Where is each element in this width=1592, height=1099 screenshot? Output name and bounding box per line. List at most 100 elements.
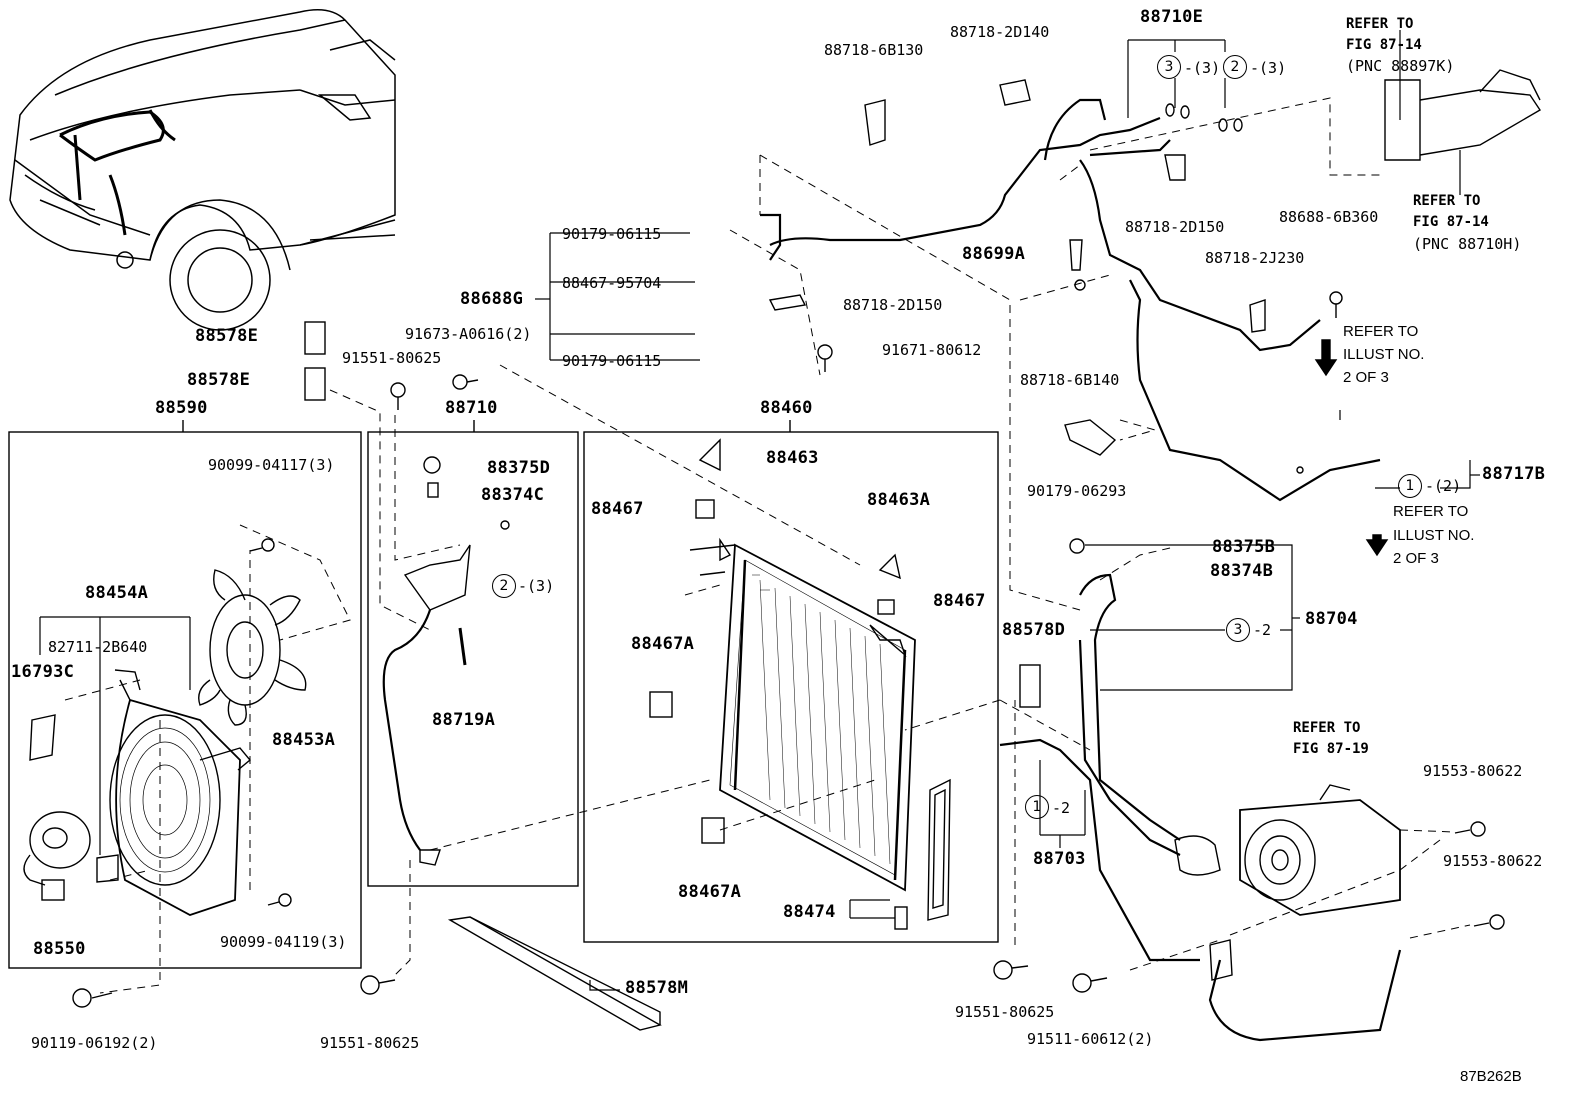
part-label-90099-04119: 90099-04119(3) (220, 933, 347, 951)
bracket-88578E-top (304, 321, 326, 355)
refer-note-line: (PNC 88897K) (1346, 57, 1455, 75)
group-label-88474: 88474 (783, 902, 836, 922)
group-label-88703: 88703 (1033, 849, 1086, 869)
part-label-88453A: 88453A (272, 730, 336, 750)
receiver-side-plate (927, 778, 951, 921)
part-label-88463A: 88463A (867, 490, 931, 510)
discharge-pipe-88710 (382, 544, 471, 866)
group-box-88460 (583, 431, 999, 943)
arrow-down-icon (1314, 339, 1338, 377)
dashed-leaders (64, 97, 1471, 994)
callout-qty: -(3) (1184, 59, 1221, 77)
part-label-88718-6B130: 88718-6B130 (824, 41, 924, 59)
condenser-core (689, 537, 916, 892)
part-label-88375D: 88375D (487, 458, 551, 478)
part-label-88467-a: 88467 (591, 499, 644, 519)
part-label-91551-80625-top: 91551-80625 (342, 349, 442, 367)
callout-2: 2 (492, 574, 516, 598)
refer-note-line: 2 OF 3 (1343, 369, 1389, 386)
part-label-88467-95704: 88467-95704 (562, 274, 662, 292)
part-label-90119-06192: 90119-06192(2) (31, 1034, 158, 1052)
refer-note-line: REFER TO (1393, 503, 1469, 520)
bracket-88578D (1019, 664, 1041, 708)
refer-note-line: 2 OF 3 (1393, 550, 1439, 567)
part-label-88578M: 88578M (625, 978, 689, 998)
group-label-88590: 88590 (155, 398, 208, 418)
part-label-88578E-b: 88578E (187, 370, 251, 390)
liquid-pipe-88704 (1078, 573, 1181, 856)
group-box-88710 (367, 431, 579, 887)
part-label-90179-06293: 90179-06293 (1027, 482, 1127, 500)
part-label-82711-2B640: 82711-2B640 (48, 638, 148, 656)
part-label-88718-2J230: 88718-2J230 (1205, 249, 1305, 267)
group-label-88710E: 88710E (1140, 7, 1204, 27)
leader-lines (39, 30, 1480, 991)
group-label-88688G: 88688G (460, 289, 524, 309)
diagram-code: 87B262B (1460, 1068, 1522, 1085)
part-label-88550: 88550 (33, 939, 86, 959)
refer-note-line: (PNC 88710H) (1413, 235, 1522, 253)
discharge-hose (1208, 949, 1402, 1042)
part-label-91671-80612: 91671-80612 (882, 341, 982, 359)
part-label-88467A-a: 88467A (631, 634, 695, 654)
desiccant-part (894, 906, 908, 930)
part-label-91551-80625-bottom-right: 91551-80625 (955, 1003, 1055, 1021)
callout-3: 3 (1226, 618, 1250, 642)
ac-compressor (1174, 784, 1401, 916)
refer-note-line: FIG 87-14 (1346, 37, 1422, 53)
part-label-88467-b: 88467 (933, 591, 986, 611)
callout-qty: -2 (1253, 621, 1272, 639)
part-label-88374B: 88374B (1210, 561, 1274, 581)
refer-note-line: REFER TO (1346, 16, 1414, 32)
refer-note-line: REFER TO (1413, 193, 1481, 209)
part-label-88718-2D150-mid: 88718-2D150 (843, 296, 943, 314)
hose-88703 (999, 738, 1200, 962)
part-label-88699A: 88699A (962, 244, 1026, 264)
clips (96, 69, 1541, 981)
refer-note-line: FIG 87-19 (1293, 741, 1369, 757)
part-label-88718-2D140: 88718-2D140 (950, 23, 1050, 41)
callout-qty: -(3) (1250, 59, 1287, 77)
suction-pipe-88710E (760, 98, 1381, 502)
spacer-88578M (447, 916, 662, 1031)
fasteners (72, 103, 1505, 1008)
part-label-88463: 88463 (766, 448, 819, 468)
arrow-down-icon (1365, 534, 1389, 557)
callout-3: 3 (1157, 55, 1181, 79)
vehicle-illustration (9, 9, 396, 331)
refer-note-line: REFER TO (1293, 720, 1361, 736)
group-label-88710: 88710 (445, 398, 498, 418)
part-label-88467A-b: 88467A (678, 882, 742, 902)
part-label-88375B: 88375B (1212, 537, 1276, 557)
part-label-88688-6B360: 88688-6B360 (1279, 208, 1379, 226)
fan-blade (198, 569, 307, 726)
group-label-88460: 88460 (760, 398, 813, 418)
refer-note-line: ILLUST NO. (1393, 527, 1475, 544)
insulator-16793C (29, 714, 56, 761)
part-label-91553-80622-b: 91553-80622 (1443, 852, 1543, 870)
callout-1: 1 (1025, 795, 1049, 819)
part-label-88718-6B140: 88718-6B140 (1020, 371, 1120, 389)
callout-qty: -(2) (1425, 477, 1462, 495)
part-label-88719A: 88719A (432, 710, 496, 730)
group-label-88454A: 88454A (85, 583, 149, 603)
callout-qty: -(3) (518, 577, 555, 595)
refer-note-line: REFER TO (1343, 323, 1419, 340)
callout-2: 2 (1223, 55, 1247, 79)
part-label-91511-60612: 91511-60612(2) (1027, 1030, 1154, 1048)
part-label-91673-A0616: 91673-A0616(2) (405, 325, 532, 343)
part-label-88578D: 88578D (1002, 620, 1066, 640)
fan-shroud-assembly (109, 669, 251, 916)
part-label-88718-2D150-top: 88718-2D150 (1125, 218, 1225, 236)
part-label-91553-80622-a: 91553-80622 (1423, 762, 1523, 780)
part-label-90099-04117: 90099-04117(3) (208, 456, 335, 474)
part-label-91551-80625-bottom-left: 91551-80625 (320, 1034, 420, 1052)
fan-motor (23, 811, 91, 901)
part-label-90179-06115-b: 90179-06115 (562, 352, 662, 370)
group-label-88717B: 88717B (1482, 464, 1546, 484)
part-label-90179-06115-a: 90179-06115 (562, 225, 662, 243)
callout-qty: -2 (1052, 799, 1071, 817)
group-label-88704: 88704 (1305, 609, 1358, 629)
